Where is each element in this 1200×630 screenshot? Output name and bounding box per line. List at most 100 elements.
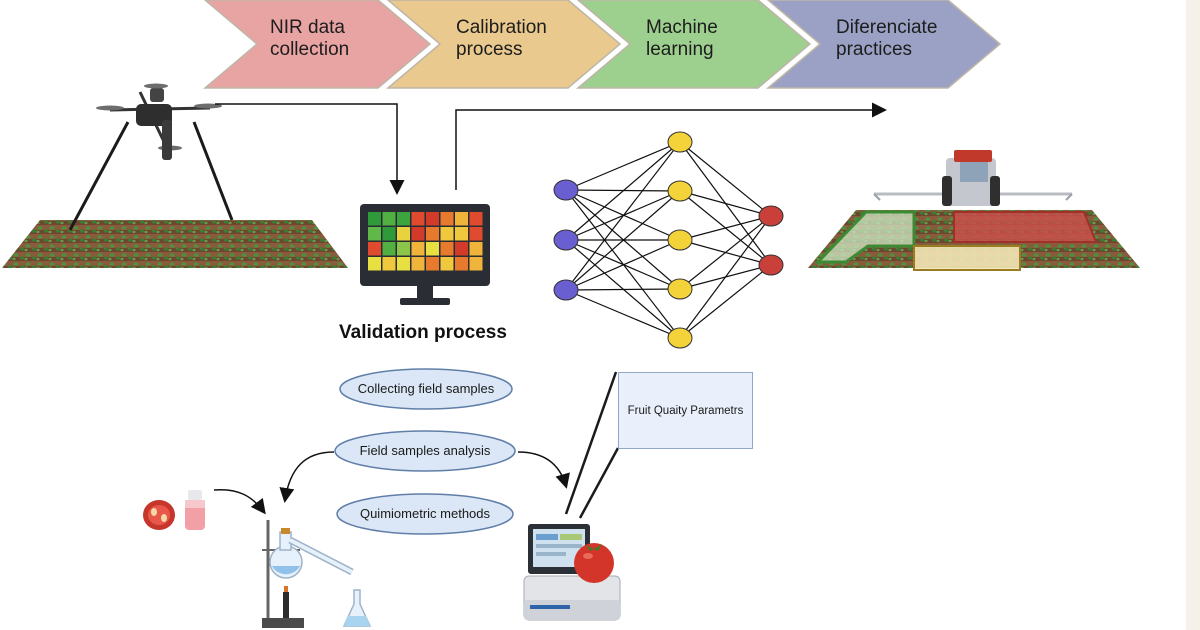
arrow-analysis-to-lab [279, 451, 335, 503]
callout-line-2 [578, 447, 620, 519]
nn-edge [679, 264, 772, 339]
left-crop-field [2, 220, 348, 268]
ellipse-quimiometric-methods [336, 493, 514, 535]
step-label-nir-data-collection: NIR data collection [270, 17, 349, 61]
tractor-sprayer-icon [873, 150, 1073, 206]
erlenmeyer-flask-icon [342, 589, 372, 627]
step-label-line: NIR data [270, 17, 345, 38]
fruit-quality-label: Fruit Quaity Parametrs [627, 404, 744, 417]
method-label-collecting: Collecting field samples [357, 381, 495, 396]
heatmap-cell [368, 242, 381, 256]
heatmap-cell [455, 212, 468, 226]
heatmap-cell [382, 242, 396, 256]
nn-output-node [758, 205, 784, 227]
heatmap-cell [397, 227, 410, 241]
nn-input-node [553, 179, 579, 201]
heatmap-cell [426, 212, 439, 226]
heatmap-grid [368, 212, 483, 271]
heatmap-cell [455, 257, 468, 271]
heatmap-cell [397, 257, 410, 271]
right-edge-strip [1186, 0, 1200, 630]
heatmap-cell [411, 212, 425, 226]
step-label-line: Machine [646, 17, 718, 38]
right-crop-field [808, 210, 1140, 271]
nn-edge [679, 141, 772, 217]
nn-input-node [553, 229, 579, 251]
nn-edge [565, 190, 681, 291]
step-label-calibration-process: Calibration process [456, 17, 547, 61]
step-label-line: Calibration [456, 17, 547, 38]
chevron-calibration-process [385, 0, 622, 89]
tomato-slice-icon [143, 500, 175, 530]
step-label-line: learning [646, 39, 714, 60]
zone-red [953, 211, 1098, 243]
heatmap-cell [426, 242, 439, 256]
drone-icon [68, 83, 234, 231]
heatmap-cell [382, 227, 396, 241]
step-label-line: collection [270, 39, 350, 60]
chevron-machine-learning [575, 0, 812, 89]
sample-bottle-icon [185, 490, 205, 530]
heatmap-cell [426, 257, 439, 271]
process-chevrons [202, 0, 1002, 89]
method-ellipses [334, 368, 516, 535]
nn-edge [565, 288, 681, 291]
heatmap-cell [455, 242, 468, 256]
neural-network [553, 131, 784, 349]
heatmap-cell [440, 257, 454, 271]
zone-yellow [913, 245, 1021, 271]
ellipse-field-samples-analysis [334, 430, 516, 472]
step-label-line: process [456, 39, 523, 60]
chevron-nir-data-collection [202, 0, 432, 89]
ellipse-collecting-field-samples [339, 368, 513, 410]
zone-green [814, 210, 916, 264]
nn-hidden-node [667, 229, 693, 251]
heatmap-cell [397, 242, 410, 256]
arrow-fruit-to-lab [213, 488, 266, 515]
heatmap-cell [426, 227, 439, 241]
arrow-analysis-to-spectrometer [517, 451, 570, 489]
nn-edge [565, 141, 681, 291]
nn-edge [565, 141, 681, 241]
heatmap-cell [411, 257, 425, 271]
nn-hidden-node [667, 180, 693, 202]
heatmap-cell [469, 212, 483, 226]
callout-line-1 [564, 371, 618, 515]
heatmap-cell [368, 227, 381, 241]
step-label-line: Diferenciate [836, 17, 938, 38]
nn-input-node [553, 279, 579, 301]
validation-process-title: Validation process [339, 322, 507, 343]
heatmap-cell [382, 257, 396, 271]
heatmap-cell [469, 257, 483, 271]
heatmap-cell [382, 212, 396, 226]
nn-edge [565, 141, 681, 191]
step-label-diferenciate-practices: Diferenciate practices [836, 17, 937, 61]
arrow-drone-to-monitor [215, 103, 405, 195]
nir-spectrometer-icon [523, 524, 621, 621]
monitor-icon [360, 204, 490, 305]
chevron-diferenciate-practices [765, 0, 1002, 89]
fruit-quality-callout: Fruit Quaity Parametrs [618, 372, 753, 449]
nn-output-node [758, 254, 784, 276]
heatmap-cell [411, 227, 425, 241]
nn-hidden-node [667, 278, 693, 300]
heatmap-cell [411, 242, 425, 256]
heatmap-cell [440, 212, 454, 226]
nn-edge [565, 289, 681, 339]
heatmap-cell [368, 212, 381, 226]
nn-edge [679, 215, 772, 241]
heatmap-cell [440, 242, 454, 256]
heatmap-cell [368, 257, 381, 271]
nn-hidden-node [667, 131, 693, 153]
step-label-machine-learning: Machine learning [646, 17, 718, 61]
arrow-monitor-to-field [455, 102, 887, 190]
nn-hidden-node [667, 327, 693, 349]
heatmap-cell [455, 227, 468, 241]
heatmap-cell [397, 212, 410, 226]
nn-edge [679, 215, 772, 290]
method-label-quimiometric: Quimiometric methods [359, 506, 491, 521]
heatmap-cell [440, 227, 454, 241]
nn-edge [565, 239, 681, 291]
step-label-line: practices [836, 39, 913, 60]
